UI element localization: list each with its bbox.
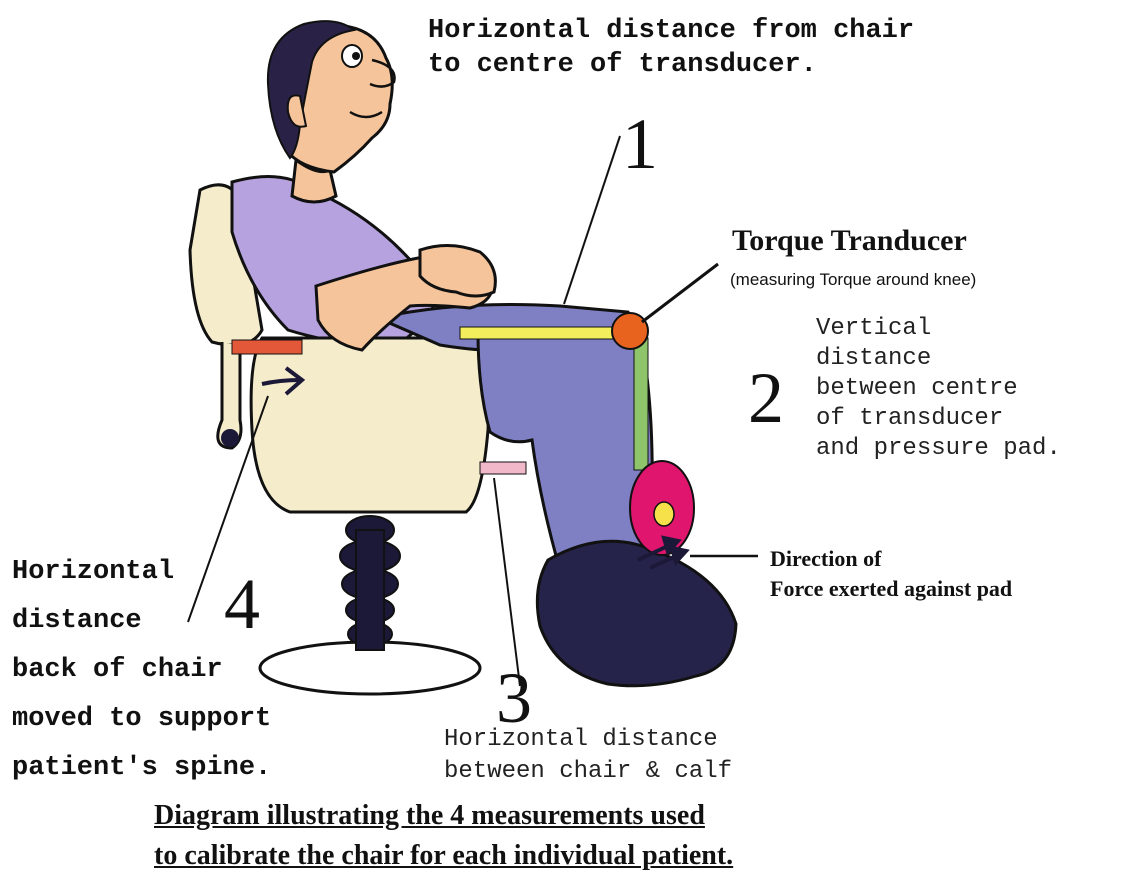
label-1-number: 1 <box>622 108 658 180</box>
trousers-shin <box>478 332 652 570</box>
label-4-line-5: patient's spine. <box>12 744 271 793</box>
label-2-line-4: of transducer <box>816 404 1061 434</box>
label-2-line-5: and pressure pad. <box>816 434 1061 464</box>
label-1-line-1: Horizontal distance from chair <box>428 14 914 48</box>
caption-line-2: to calibrate the chair for each individu… <box>154 840 733 872</box>
label-2-text: Vertical distance between centre of tran… <box>816 314 1061 464</box>
measure-bar-4 <box>232 340 302 354</box>
leader-line-3 <box>494 478 520 686</box>
label-1-line-2: to centre of transducer. <box>428 48 914 82</box>
measure-bar-3 <box>480 462 526 474</box>
torque-transducer <box>612 313 648 349</box>
measure-bar-1 <box>460 327 630 339</box>
force-line-1: Direction of <box>770 544 1012 574</box>
label-2-line-2: distance <box>816 344 1061 374</box>
force-label: Direction of Force exerted against pad <box>770 544 1012 604</box>
force-line-2: Force exerted against pad <box>770 574 1012 604</box>
caption-line-1: Diagram illustrating the 4 measurements … <box>154 800 705 832</box>
label-2-line-1: Vertical <box>816 314 1061 344</box>
label-2-line-3: between centre <box>816 374 1061 404</box>
chair-column <box>340 516 400 650</box>
label-4-line-3: back of chair <box>12 646 271 695</box>
label-3-text: Horizontal distance between chair & calf <box>444 724 732 788</box>
label-1-text: Horizontal distance from chair to centre… <box>428 14 914 82</box>
shoe <box>537 541 736 686</box>
leader-line-1 <box>564 136 620 304</box>
label-3-line-2: between chair & calf <box>444 756 732 788</box>
label-3-line-1: Horizontal distance <box>444 724 732 756</box>
label-2-number: 2 <box>748 362 784 434</box>
chair-seat <box>251 338 489 512</box>
label-4-line-4: moved to support <box>12 695 271 744</box>
transducer-subtitle: (measuring Torque around knee) <box>730 270 976 290</box>
measure-bar-2 <box>634 338 648 470</box>
label-4-number: 4 <box>224 568 260 640</box>
transducer-title: Torque Tranducer <box>732 224 967 258</box>
pressure-pad-center <box>654 502 674 526</box>
leader-line-transducer <box>642 264 718 322</box>
